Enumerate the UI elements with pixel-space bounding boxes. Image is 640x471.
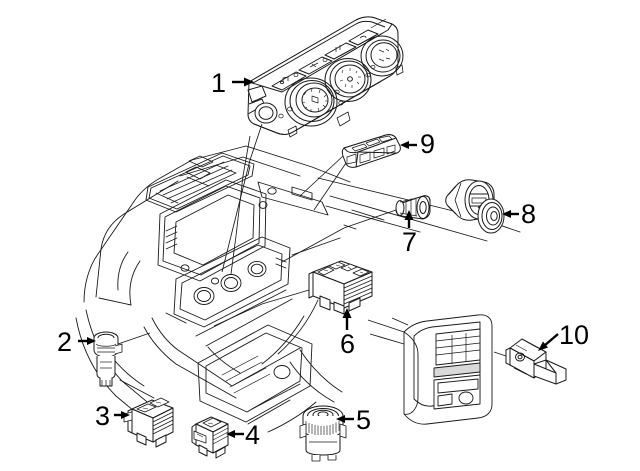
part-10-rear-socket-housing xyxy=(505,338,567,385)
callout-label-2: 2 xyxy=(57,327,73,357)
part-7-lighter-element xyxy=(395,195,431,220)
callout-arrows xyxy=(78,77,559,438)
climate-dial-left xyxy=(284,77,338,127)
callout-label-6: 6 xyxy=(340,329,356,359)
callout-label-3: 3 xyxy=(95,401,111,431)
part-1-climate-control-unit xyxy=(247,16,404,138)
part-8-power-socket-cap xyxy=(445,179,505,234)
callout-label-5: 5 xyxy=(356,405,372,435)
climate-dial-middle xyxy=(324,58,372,102)
callout-label-10: 10 xyxy=(559,320,590,350)
callout-label-7: 7 xyxy=(402,227,418,257)
climate-dial-right xyxy=(360,35,404,77)
leader-lines xyxy=(117,123,507,357)
dashboard-console-drawing xyxy=(75,145,521,437)
callout-label-9: 9 xyxy=(420,129,436,159)
part-9-seat-heater-switch-panel xyxy=(341,134,401,168)
part-2-cigarette-lighter-socket xyxy=(93,331,123,387)
callout-label-4: 4 xyxy=(245,420,261,450)
rear-console-vent xyxy=(367,314,493,425)
part-4-window-switch-single xyxy=(191,416,229,459)
part-6-master-window-switch-block xyxy=(308,260,373,315)
part-5-rotary-knob-switch xyxy=(299,405,347,462)
callout-label-8: 8 xyxy=(521,199,537,229)
callout-label-1: 1 xyxy=(211,68,227,98)
